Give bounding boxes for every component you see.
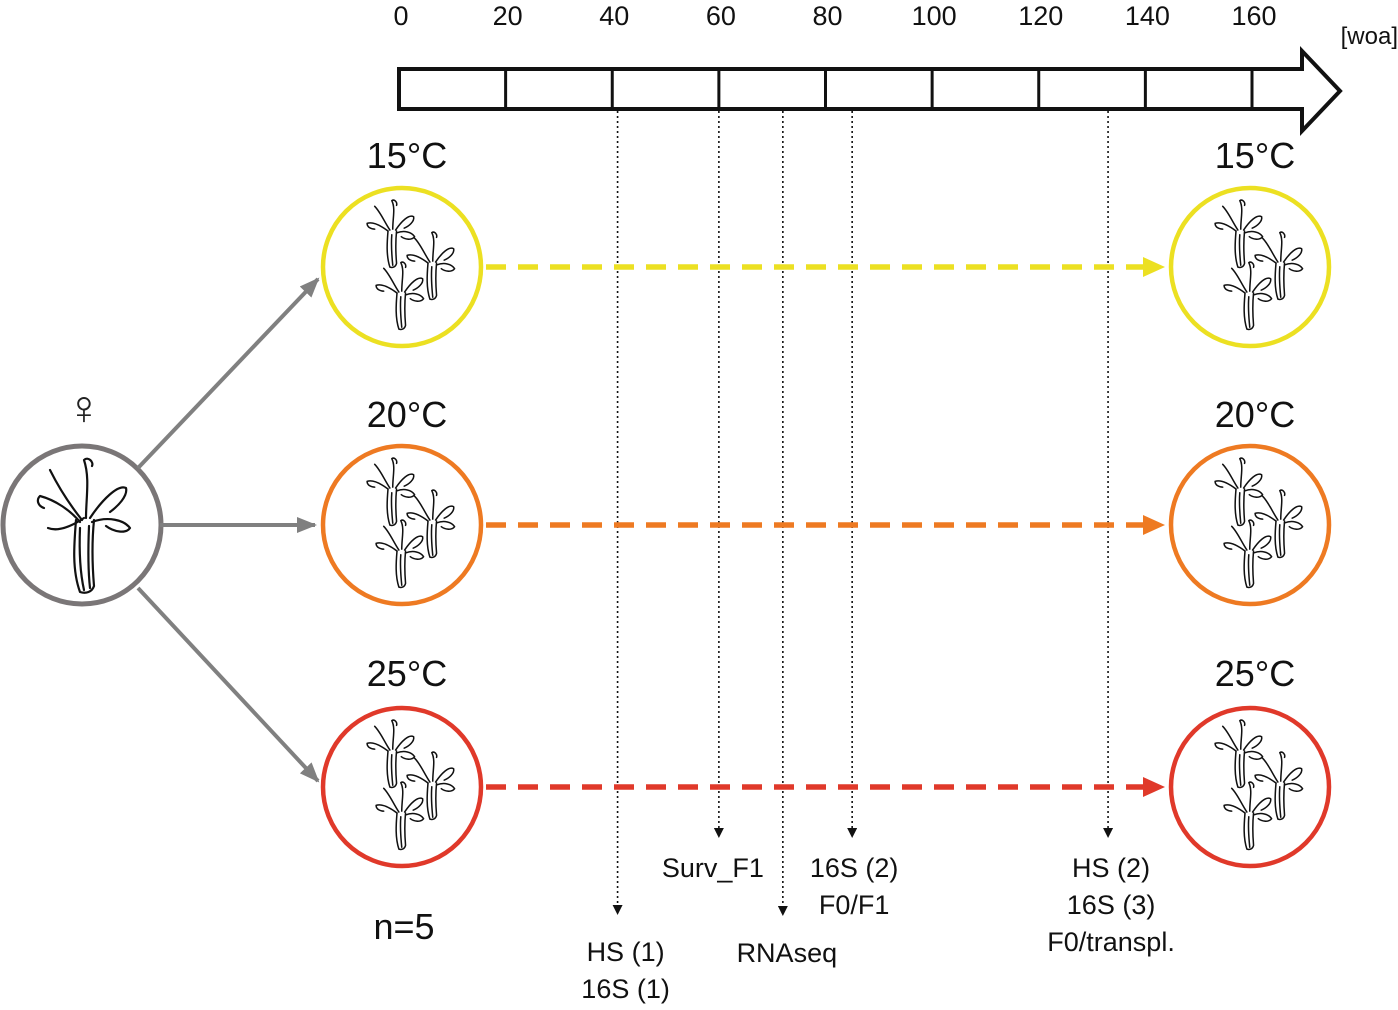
- hydra-polyp-icon: [36, 457, 132, 594]
- tick-label: 100: [912, 1, 957, 31]
- event-label: 16S (1): [581, 974, 670, 1004]
- hydra-polyp-icon: [406, 231, 456, 301]
- tick-label: 160: [1231, 1, 1276, 31]
- tick-label: 20: [493, 1, 523, 31]
- hydra-polyp-icon: [1214, 199, 1264, 269]
- tick-label: 60: [706, 1, 736, 31]
- hydra-polyp-icon: [1223, 519, 1273, 589]
- treatment-arrow: [136, 277, 320, 470]
- group-arrowhead: [1143, 257, 1165, 277]
- hydra-polyp-icon: [1254, 231, 1304, 301]
- hydra-polyp-icon: [366, 199, 416, 269]
- hydra-polyp-icon: [366, 719, 416, 789]
- hydra-polyp-icon: [1223, 781, 1273, 851]
- mother-polyp: ♀: [0, 382, 164, 607]
- temperature-label-end: 20°C: [1215, 394, 1295, 435]
- hydra-polyp-icon: [1254, 489, 1304, 559]
- treatment-arrow: [136, 586, 320, 783]
- hydra-polyp-icon: [366, 457, 416, 527]
- treatment-arrows: [136, 277, 320, 783]
- event-label: RNAseq: [737, 938, 838, 968]
- sample-size-label: n=5: [373, 906, 434, 947]
- temperature-groups: 15°C 15°C 20°C 20°C 25°C 25°C: [320, 135, 1332, 869]
- hydra-polyp-icon: [375, 519, 425, 589]
- timeline-arrow-shape: [397, 45, 1343, 137]
- group-g20: 20°C 20°C: [320, 394, 1332, 607]
- timeline-ticks: [504, 69, 1254, 109]
- tick-label: 140: [1125, 1, 1170, 31]
- event-label: F0/transpl.: [1047, 927, 1175, 957]
- female-symbol-icon: ♀: [66, 382, 102, 435]
- hydra-polyp-icon: [1223, 261, 1273, 331]
- tick-label: 0: [393, 1, 408, 31]
- tick-label: 40: [599, 1, 629, 31]
- hydra-polyp-icon: [1214, 719, 1264, 789]
- event-label: 16S (3): [1067, 890, 1156, 920]
- hydra-polyp-icon: [375, 781, 425, 851]
- tick-label: 80: [812, 1, 842, 31]
- temperature-label-end: 15°C: [1215, 135, 1295, 176]
- hydra-polyp-icon: [375, 261, 425, 331]
- group-arrowhead: [1143, 777, 1165, 797]
- timeline-tick-labels: 0 20 40 60 80 100 120 140 160: [393, 1, 1276, 31]
- time-unit-label: [woa]: [1341, 23, 1398, 50]
- tick-label: 120: [1018, 1, 1063, 31]
- hydra-polyp-icon: [406, 751, 456, 821]
- group-g15: 15°C 15°C: [320, 135, 1332, 349]
- temperature-label-start: 15°C: [367, 135, 447, 176]
- temperature-label-start: 20°C: [367, 394, 447, 435]
- event-label: F0/F1: [819, 890, 890, 920]
- hydra-polyp-icon: [1254, 751, 1304, 821]
- event-markers: [612, 111, 1114, 916]
- timeline-axis: 0 20 40 60 80 100 120 140 160 [woa]: [393, 1, 1398, 137]
- hydra-polyp-icon: [1214, 457, 1264, 527]
- group-g25: 25°C 25°C: [320, 653, 1332, 869]
- event-label: Surv_F1: [662, 853, 764, 883]
- group-arrowhead: [1143, 515, 1165, 535]
- temperature-label-start: 25°C: [367, 653, 447, 694]
- temperature-label-end: 25°C: [1215, 653, 1295, 694]
- event-label: HS (2): [1072, 853, 1150, 883]
- event-label: 16S (2): [810, 853, 899, 883]
- event-label: HS (1): [587, 937, 665, 967]
- hydra-polyp-icon: [406, 489, 456, 559]
